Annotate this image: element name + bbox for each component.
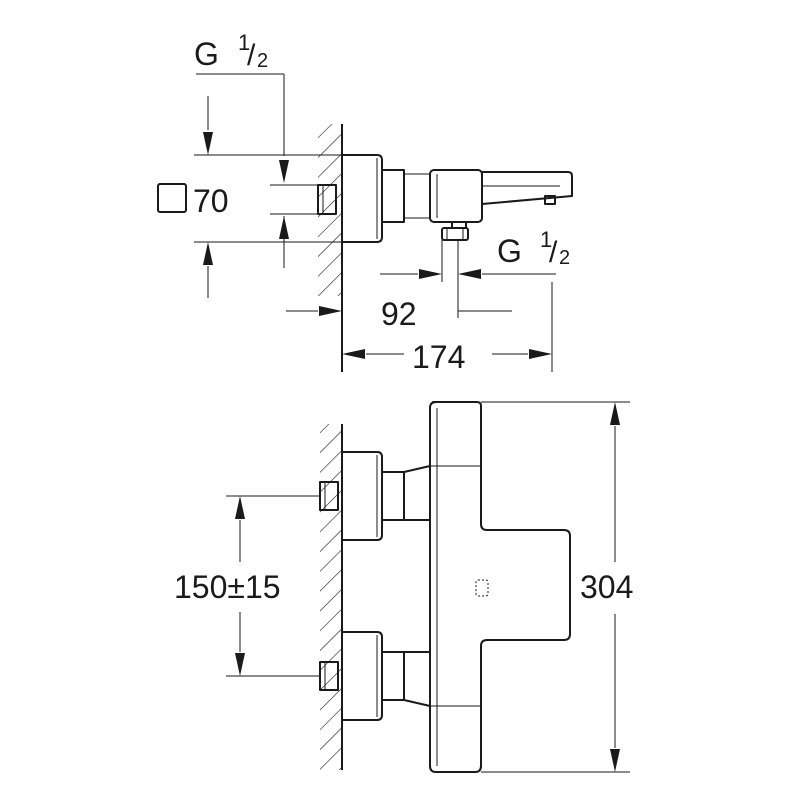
arrow-top-g2 <box>279 216 289 239</box>
side-view <box>157 73 573 372</box>
upper-arm-b <box>403 465 431 473</box>
inlet-connector-side <box>317 184 337 215</box>
thread-outlet-num: 1 <box>540 227 552 252</box>
lower-arm-c <box>403 699 431 707</box>
outlet-projection-label: 92 <box>381 296 417 332</box>
outlet-nut <box>441 227 469 241</box>
thread-top-letter: G <box>194 36 219 72</box>
arrow-174-left <box>342 349 365 359</box>
wall-hatch-bottom <box>320 424 342 770</box>
upper-plate <box>342 451 383 541</box>
thread-top-den: 2 <box>257 50 268 72</box>
spout-aerator <box>544 195 556 205</box>
arrow-outlet-right <box>458 269 481 279</box>
inlet-centers-label: 150±15 <box>174 569 281 605</box>
wall-hatch-top <box>318 124 342 296</box>
lower-arm <box>382 651 405 701</box>
arrow-150-up <box>235 496 245 519</box>
total-projection-label: 174 <box>412 339 465 375</box>
thread-label-top: G 1 / 2 <box>194 30 268 72</box>
spout-side <box>481 171 573 205</box>
arrow-304-down <box>610 749 620 772</box>
thermostat-body <box>429 401 571 773</box>
thread-outlet-slash: / <box>549 236 558 269</box>
logo-mark <box>475 579 489 597</box>
arrow-150-down <box>235 653 245 676</box>
arrow-70-down <box>203 132 213 155</box>
thread-outlet-den: 2 <box>559 247 570 269</box>
thread-top-num: 1 <box>238 30 250 55</box>
square-symbol <box>157 183 187 213</box>
thread-top-slash: / <box>247 39 256 72</box>
thread-outlet-letter: G <box>497 233 522 269</box>
arrow-outlet-left <box>419 269 442 279</box>
total-height-label: 304 <box>580 569 633 605</box>
square-size-label: 70 <box>193 183 229 219</box>
arrow-92-left <box>319 306 342 316</box>
wall-plate-side <box>342 154 383 243</box>
lower-plate <box>342 631 383 721</box>
mixer-body-side <box>429 169 483 223</box>
mixer-neck-side <box>382 169 405 223</box>
arrow-304-up <box>610 402 620 425</box>
arrow-top-g <box>279 160 289 183</box>
arrow-70-up <box>203 242 213 265</box>
arrow-174-right <box>529 349 552 359</box>
thread-label-outlet: G 1 / 2 <box>497 227 570 269</box>
front-view <box>226 401 630 773</box>
upper-arm <box>382 471 405 521</box>
